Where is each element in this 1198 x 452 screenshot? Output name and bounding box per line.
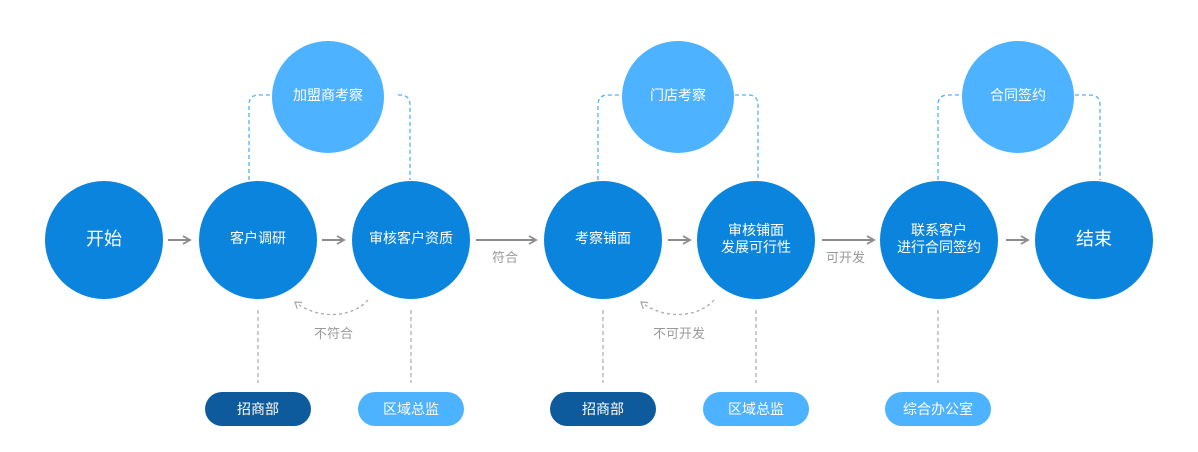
edge-label-unqualified: 不符合 [314, 327, 354, 342]
return-arrow-unqualified [294, 299, 369, 316]
node-review-feasibility: 审核铺面 发展可行性 [697, 181, 815, 299]
node-review-qualification: 审核客户资质 [352, 181, 470, 299]
node-contact-contract: 联系客户 进行合同签约 [880, 181, 998, 299]
node-label: 门店考察 [650, 88, 706, 105]
node-label: 合同签约 [990, 88, 1046, 105]
bracket-franchisee-inspection [248, 94, 411, 180]
dept-pill-recruitment: 招商部 [205, 392, 311, 426]
return-arrow-not-developable [640, 299, 715, 316]
node-label: 审核客户资质 [369, 231, 453, 248]
node-store-inspection: 考察铺面 [544, 181, 662, 299]
dept-label: 区域总监 [728, 402, 784, 418]
edge-label-qualified: 符合 [492, 251, 519, 266]
bracket-store-visit [597, 94, 759, 180]
dept-label: 区域总监 [383, 402, 439, 418]
dept-label: 招商部 [237, 402, 279, 418]
dept-pill-regional-director: 区域总监 [358, 392, 464, 426]
dept-label: 招商部 [582, 402, 624, 418]
dept-pill-regional-director: 区域总监 [703, 392, 809, 426]
node-end: 结束 [1035, 181, 1153, 299]
node-label: 联系客户 进行合同签约 [897, 222, 981, 257]
edge-label-developable: 可开发 [826, 251, 866, 266]
node-customer-research: 客户调研 [199, 181, 317, 299]
node-store-visit: 门店考察 [622, 41, 734, 153]
node-label: 客户调研 [230, 231, 286, 248]
node-start: 开始 [45, 181, 163, 299]
dept-pill-recruitment: 招商部 [550, 392, 656, 426]
bracket-contract-signing [937, 94, 1101, 180]
node-label: 开始 [86, 228, 122, 250]
edge-label-not-developable: 不可开发 [653, 327, 706, 342]
dept-pill-general-office: 综合办公室 [885, 392, 991, 426]
node-label: 结束 [1076, 228, 1112, 250]
node-label: 加盟商考察 [293, 88, 363, 105]
node-label: 考察铺面 [575, 231, 631, 248]
node-label: 审核铺面 发展可行性 [721, 222, 791, 257]
node-contract-signing: 合同签约 [962, 41, 1074, 153]
dept-label: 综合办公室 [903, 402, 973, 418]
node-franchisee-inspection: 加盟商考察 [272, 41, 384, 153]
